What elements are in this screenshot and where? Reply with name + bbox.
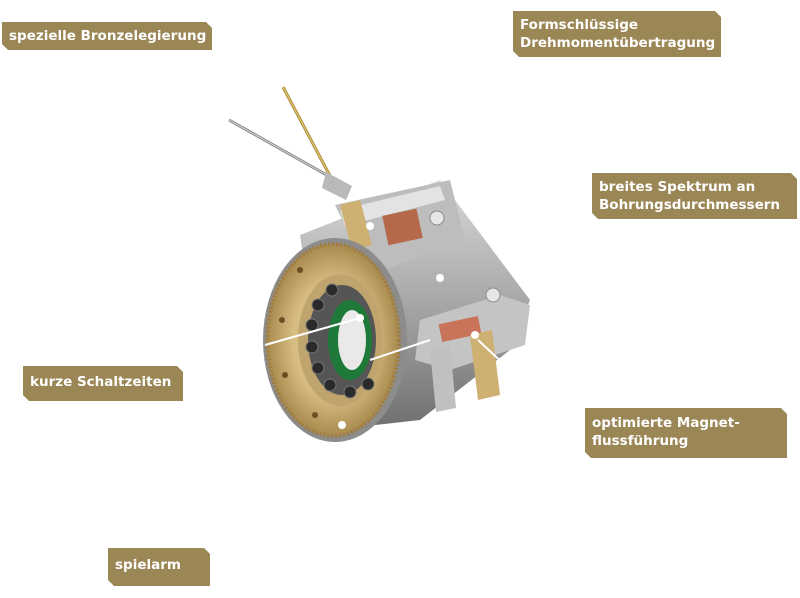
label-magnetic-flux-line2: flussführung (592, 433, 689, 449)
leader-lines (264, 317, 509, 369)
label-bore-diameter-range: breites Spektrum an Bohrungsdurchmessern (592, 173, 797, 219)
label-short-switching-text: kurze Schaltzeiten (30, 374, 172, 390)
label-short-switching-times: kurze Schaltzeiten (23, 366, 183, 401)
label-low-backlash: spielarm (108, 548, 210, 586)
label-magnetic-flux: optimierte Magnet- flussführung (585, 408, 787, 458)
front-disc (263, 238, 407, 442)
label-bronze-alloy: spezielle Bronzelegierung (2, 22, 212, 50)
label-form-locking-line1: Formschlüssige (520, 17, 639, 33)
label-bore-line2: Bohrungsdurchmessern (599, 197, 781, 213)
label-bronze-alloy-text: spezielle Bronzelegierung (9, 28, 207, 44)
label-form-locking-line2: Drehmomentübertragung (520, 35, 716, 51)
label-magnetic-flux-line1: optimierte Magnet- (592, 415, 740, 431)
label-low-backlash-text: spielarm (115, 557, 181, 573)
label-bore-line1: breites Spektrum an (599, 179, 756, 195)
label-form-locking-torque: Formschlüssige Drehmomentübertragung (513, 11, 721, 57)
leader-dots (338, 222, 479, 429)
wires (228, 86, 352, 200)
